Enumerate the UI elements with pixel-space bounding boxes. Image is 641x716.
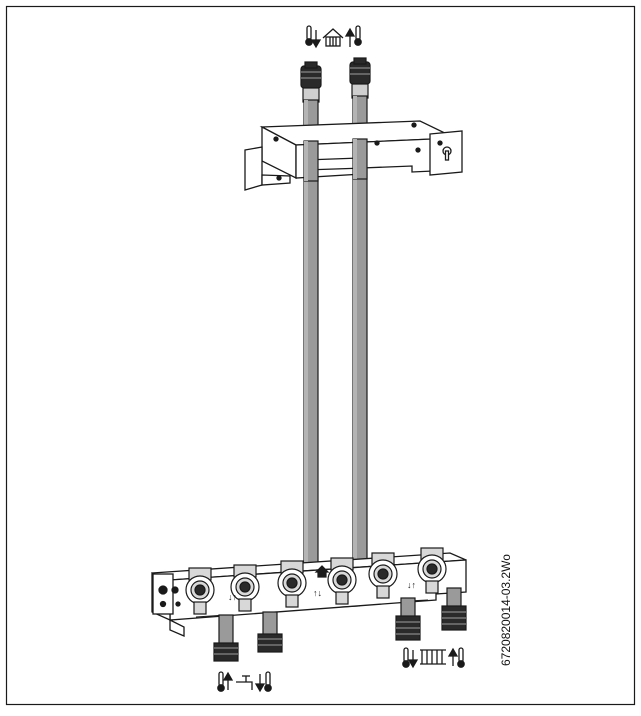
bottom-connector-heating-flow [441,587,467,631]
mounting-bracket [244,120,463,191]
vertical-pipes [303,95,368,571]
upper-connector-left [300,61,322,103]
frame-border [5,5,636,706]
figure-code: 6720820014-03.2Wo [499,554,513,666]
svg-text:↓↑: ↓↑ [228,592,237,602]
bottom-connector-hot-water [213,614,239,662]
bottom-connector-heating-return [395,597,421,641]
tap-water-symbol [217,671,272,693]
valve-2: ↓↑ [228,564,260,612]
upper-connector-right [349,57,371,99]
bottom-connector-cold-water [257,611,283,653]
valve-6: ↓↑ [407,547,447,594]
pipes-through-bracket [303,138,368,182]
valve-1 [185,567,215,615]
svg-text:↓↑: ↓↑ [407,580,416,590]
svg-text:↑↓: ↑↓ [313,588,322,598]
valve-4: ↑↓ [313,557,357,605]
valve-3 [277,560,307,608]
valve-5 [368,552,398,599]
radiator-symbol [402,647,465,669]
top-flow-return-symbol [305,25,362,49]
